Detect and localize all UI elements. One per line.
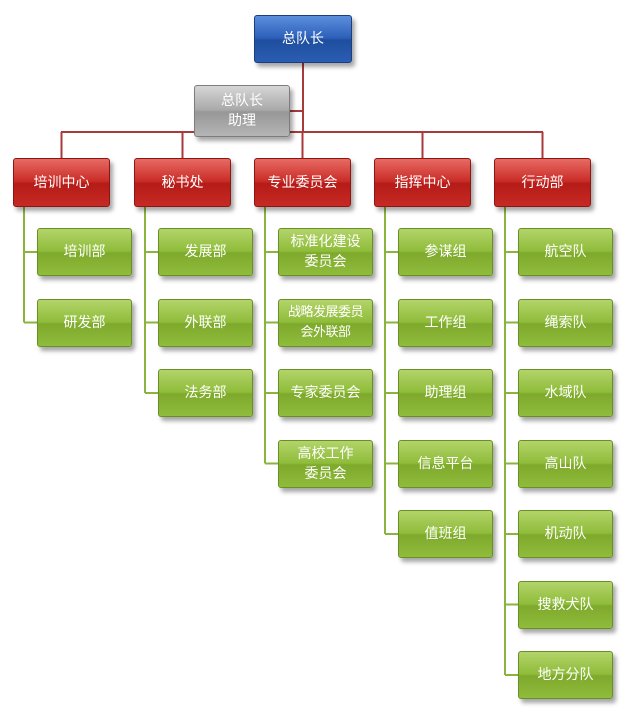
department-box: 专业委员会: [254, 158, 351, 207]
unit-box: 培训部: [37, 228, 132, 276]
unit-box: 参谋组: [398, 228, 493, 276]
unit-box: 高校工作 委员会: [278, 439, 373, 488]
unit-box: 高山队: [518, 439, 613, 488]
unit-box: 值班组: [398, 510, 493, 558]
unit-box: 专家委员会: [278, 369, 373, 417]
unit-box: 研发部: [37, 298, 132, 347]
unit-box: 标准化建设 委员会: [278, 228, 373, 276]
unit-box: 地方分队: [518, 651, 613, 699]
assistant-box: 总队长 助理: [194, 85, 290, 137]
department-box: 指挥中心: [374, 158, 471, 207]
unit-box: 发展部: [158, 228, 253, 276]
unit-box: 信息平台: [398, 439, 493, 488]
unit-box: 机动队: [518, 510, 613, 558]
department-box: 培训中心: [13, 158, 110, 207]
unit-box: 战略发展委员 会外联部: [278, 298, 373, 347]
chief-box: 总队长: [254, 15, 352, 63]
unit-box: 搜救犬队: [518, 580, 613, 629]
unit-box: 绳索队: [518, 298, 613, 347]
unit-box: 助理组: [398, 369, 493, 417]
unit-box: 外联部: [158, 298, 253, 347]
unit-box: 水域队: [518, 369, 613, 417]
department-box: 秘书处: [134, 158, 231, 207]
unit-box: 航空队: [518, 228, 613, 276]
unit-box: 法务部: [158, 369, 253, 417]
department-box: 行动部: [494, 158, 591, 207]
unit-box: 工作组: [398, 298, 493, 347]
